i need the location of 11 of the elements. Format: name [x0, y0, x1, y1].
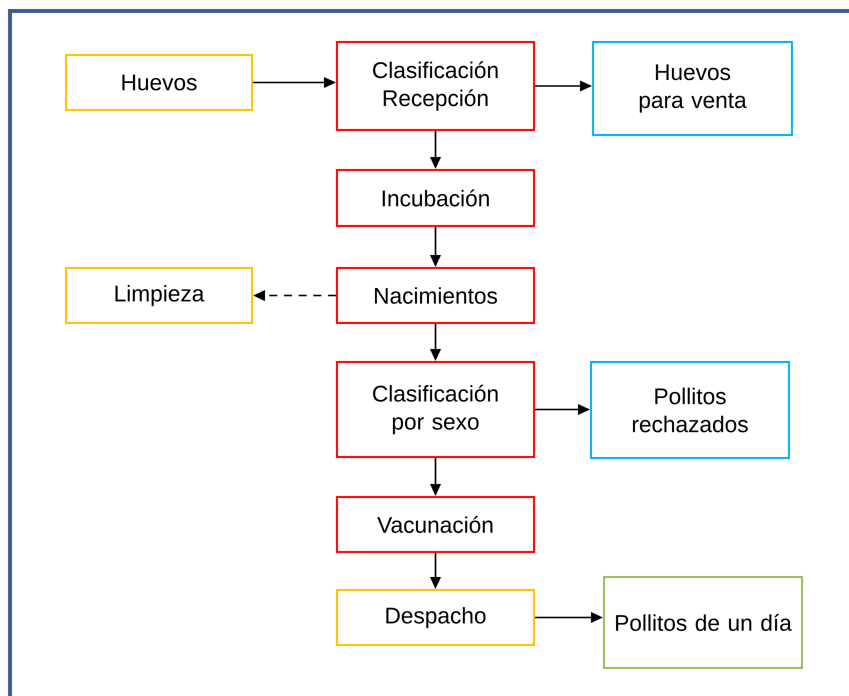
process-box: Huevos — [65, 54, 253, 111]
process-box: Limpieza — [65, 267, 253, 324]
process-box: Pollitos de un día — [603, 576, 804, 669]
process-box: Clasificación por sexo — [336, 361, 536, 458]
process-box: Despacho — [336, 589, 536, 646]
process-box: Huevos para venta — [592, 40, 793, 136]
process-box: Clasificación Recepción — [336, 41, 536, 131]
process-box: Vacunación — [336, 496, 536, 553]
process-box: Pollitos rechazados — [590, 361, 790, 459]
process-box: Incubación — [336, 169, 536, 227]
process-box: Nacimientos — [336, 267, 536, 324]
